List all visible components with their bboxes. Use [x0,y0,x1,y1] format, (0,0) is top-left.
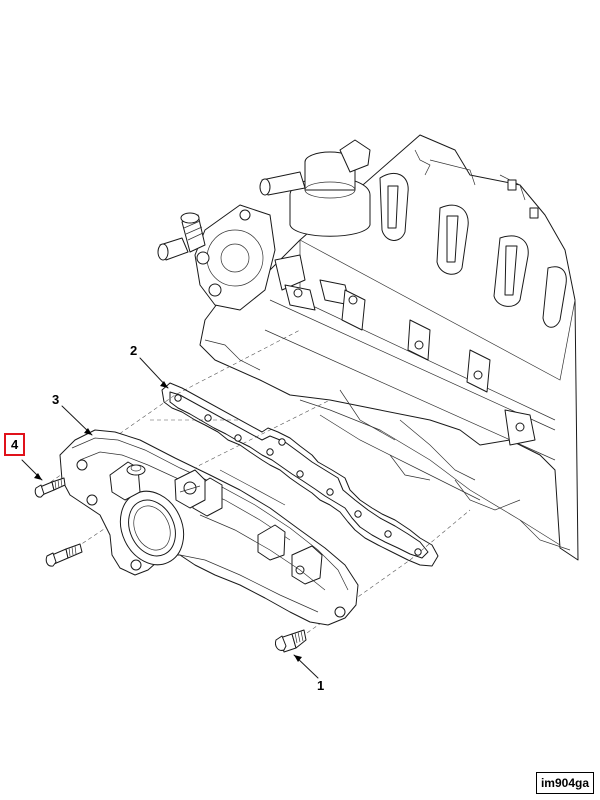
callout-1: 1 [317,678,325,693]
engine-block [157,134,579,561]
callout-2: 2 [130,343,138,358]
figure-id: im904ga [535,772,594,794]
callout-4-highlighted: 4 [4,433,26,456]
callout-3: 3 [52,392,60,407]
flange-bolt-upper [34,477,66,498]
leader-lines [21,357,319,679]
manifold-gasket [161,382,439,567]
intake-manifold [59,429,359,626]
flange-bolt-lower [45,543,83,567]
manifold-capscrew [275,629,307,653]
